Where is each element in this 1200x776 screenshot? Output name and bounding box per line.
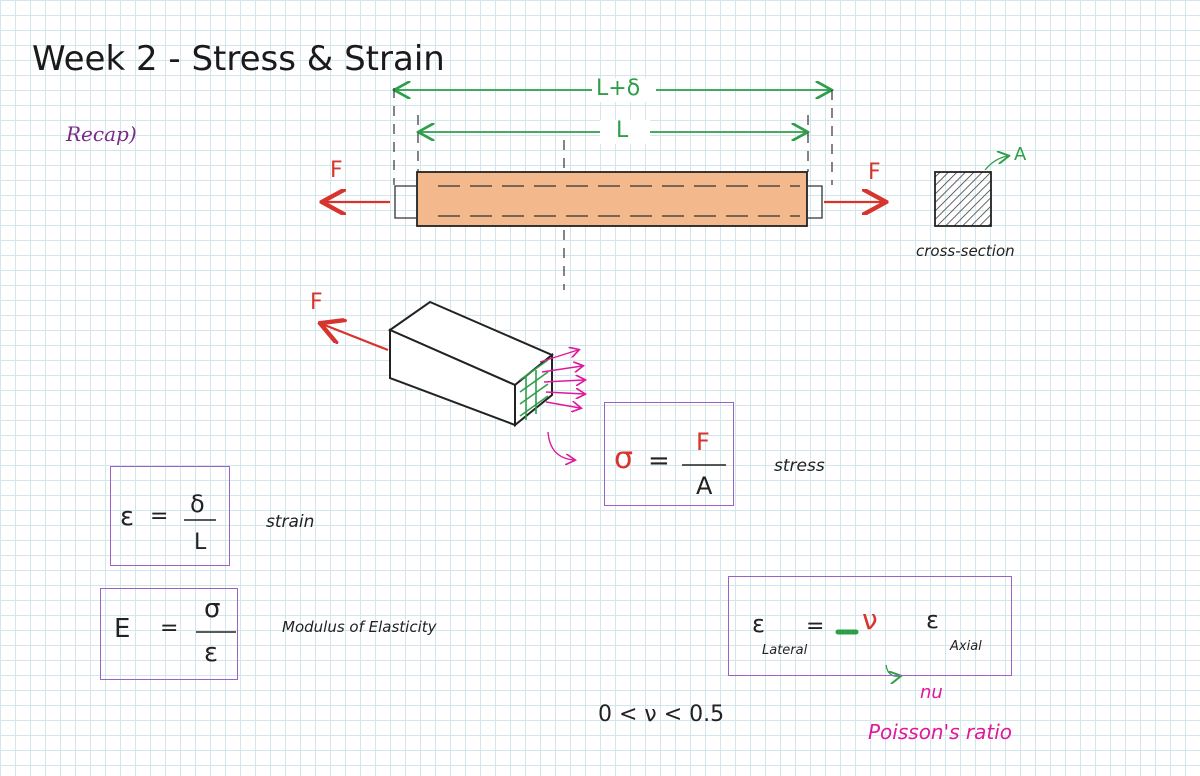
stress-equals: =	[648, 446, 670, 476]
area-label: A	[1014, 144, 1027, 165]
strain-denominator: L	[194, 530, 207, 555]
poisson-range: 0 < ν < 0.5	[598, 702, 725, 727]
strain-numerator: δ	[190, 490, 205, 518]
poisson-formula-box	[728, 576, 1012, 676]
cross-section-square	[934, 156, 1008, 227]
stress-name: stress	[774, 456, 825, 476]
length-dimension	[420, 120, 806, 144]
fraction-lines	[184, 464, 726, 633]
stress-formula-box	[604, 402, 734, 506]
poisson-equals: =	[806, 614, 825, 639]
strain-symbol: ε	[120, 502, 135, 532]
stress-denominator: A	[696, 472, 713, 500]
axial-subscript: Axial	[950, 639, 982, 654]
nu-symbol: ν	[862, 603, 878, 636]
nu-pointer-arrow	[885, 664, 900, 676]
modulus-symbol: E	[114, 614, 131, 644]
modulus-name: Modulus of Elasticity	[282, 618, 437, 636]
right-force-label: F	[868, 160, 881, 185]
strain-name: strain	[266, 512, 315, 532]
recap-label: Recap)	[66, 122, 137, 146]
modulus-formula-box	[100, 588, 238, 680]
extended-length-label: L+δ	[596, 76, 641, 101]
modulus-numerator: σ	[204, 594, 221, 624]
element-sketch	[387, 300, 584, 460]
strain-equals: =	[150, 504, 169, 529]
strain-formula-box	[110, 466, 230, 566]
modulus-denominator: ε	[204, 638, 219, 668]
axial-strain-symbol: ε	[926, 606, 939, 634]
extended-length-dimension	[396, 78, 830, 102]
stress-numerator: F	[696, 428, 710, 456]
left-force-label: F	[330, 158, 343, 183]
modulus-equals: =	[160, 616, 179, 641]
length-label: L	[616, 118, 629, 143]
element-force-arrow	[322, 324, 389, 352]
cross-section-label: cross-section	[916, 242, 1015, 260]
poisson-ratio-name: Poisson's ratio	[868, 720, 1012, 744]
page-title: Week 2 - Stress & Strain	[32, 39, 445, 79]
lateral-strain-symbol: ε	[752, 610, 765, 638]
bar	[394, 171, 823, 227]
stress-symbol: σ	[614, 441, 634, 476]
element-force-label: F	[310, 290, 323, 315]
nu-name: nu	[920, 682, 943, 703]
lateral-subscript: Lateral	[762, 643, 808, 658]
